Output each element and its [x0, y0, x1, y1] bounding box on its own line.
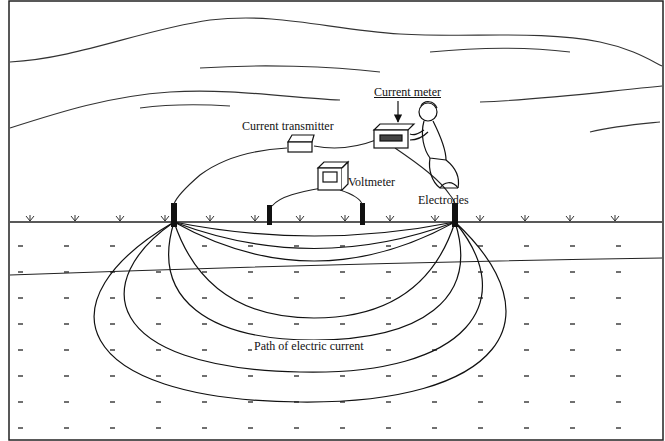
current-transmitter: [288, 135, 314, 152]
grass-tuft: [251, 215, 259, 221]
grass-tuft: [161, 215, 169, 221]
grass-tuft: [296, 215, 304, 221]
device-label: Voltmeter: [346, 176, 397, 189]
electrodes: [171, 203, 458, 227]
grass-tuft: [476, 215, 484, 221]
grass-tuft: [386, 215, 394, 221]
grass-tuft: [26, 215, 34, 221]
leader-arrow: [397, 101, 398, 122]
current-meter-box: [374, 124, 414, 148]
voltmeter-box: [318, 162, 348, 190]
device-label: Current meter: [372, 86, 443, 99]
grass-tufts: [26, 215, 619, 221]
device-label: Current transmitter: [240, 120, 336, 133]
grass-tuft: [71, 215, 79, 221]
grass-tuft: [341, 215, 349, 221]
wires: [174, 140, 455, 206]
soil-texture: [10, 230, 662, 440]
grass-tuft: [566, 215, 574, 221]
current-paths: [94, 222, 506, 402]
operator-figure: [410, 102, 459, 188]
grass-tuft: [521, 215, 529, 221]
grass-tuft: [611, 215, 619, 221]
picture-frame: [9, 1, 663, 440]
grass-tuft: [206, 215, 214, 221]
part-label: Electrodes: [416, 194, 471, 207]
grass-tuft: [116, 215, 124, 221]
grass-tuft: [431, 215, 439, 221]
ground-surface: [10, 221, 662, 222]
hills: [10, 18, 662, 132]
current-path-label: Path of electric current: [252, 340, 366, 353]
